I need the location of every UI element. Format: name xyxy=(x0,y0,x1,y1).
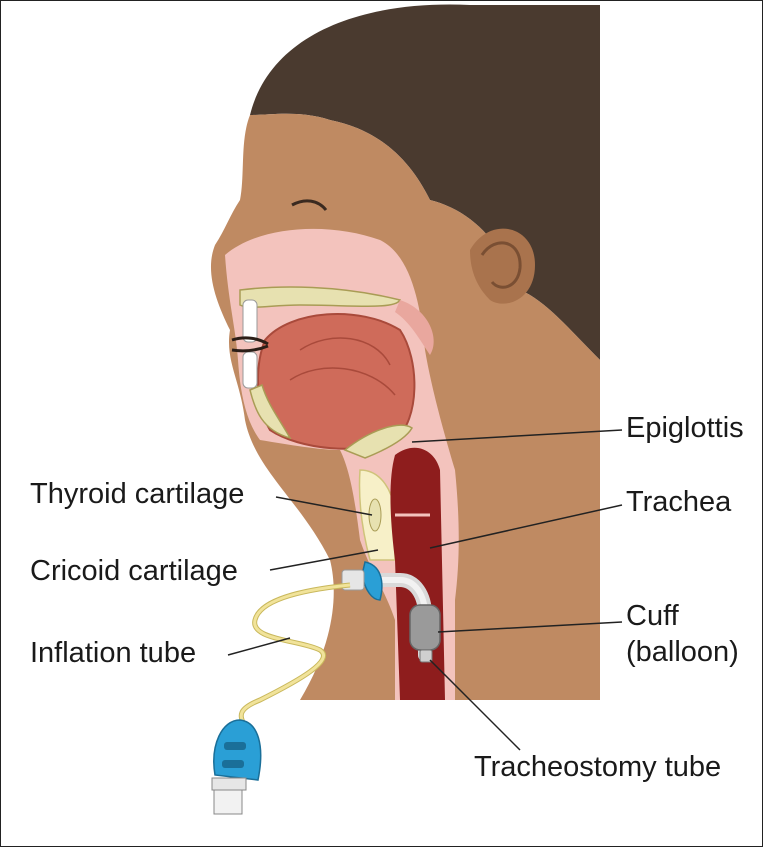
label-cuff-balloon: (balloon) xyxy=(626,636,739,668)
leader-inflation xyxy=(227,637,291,656)
leader-thyroid xyxy=(275,496,373,516)
leader-trachea xyxy=(429,504,623,549)
mandible xyxy=(249,383,292,440)
label-trachea: Trachea xyxy=(626,486,732,518)
leader-cricoid xyxy=(269,549,379,571)
label-thyroid-cartilage: Thyroid cartilage xyxy=(30,478,245,510)
lower-tooth xyxy=(242,351,258,389)
ear xyxy=(470,228,535,304)
leader-cuff xyxy=(437,621,623,633)
label-tracheostomy-tube: Tracheostomy tube xyxy=(474,751,722,783)
leader-trach-tube xyxy=(429,659,521,751)
label-cricoid-cartilage: Cricoid cartilage xyxy=(30,555,238,587)
palate xyxy=(239,286,402,308)
label-cuff: Cuff xyxy=(626,600,679,632)
label-inflation-tube: Inflation tube xyxy=(30,637,197,669)
epiglottis xyxy=(343,424,414,459)
eye xyxy=(291,199,328,212)
upper-tooth xyxy=(242,299,258,343)
label-epiglottis: Epiglottis xyxy=(626,412,744,444)
leader-epiglottis xyxy=(411,429,623,443)
cuff-balloon xyxy=(409,604,441,651)
